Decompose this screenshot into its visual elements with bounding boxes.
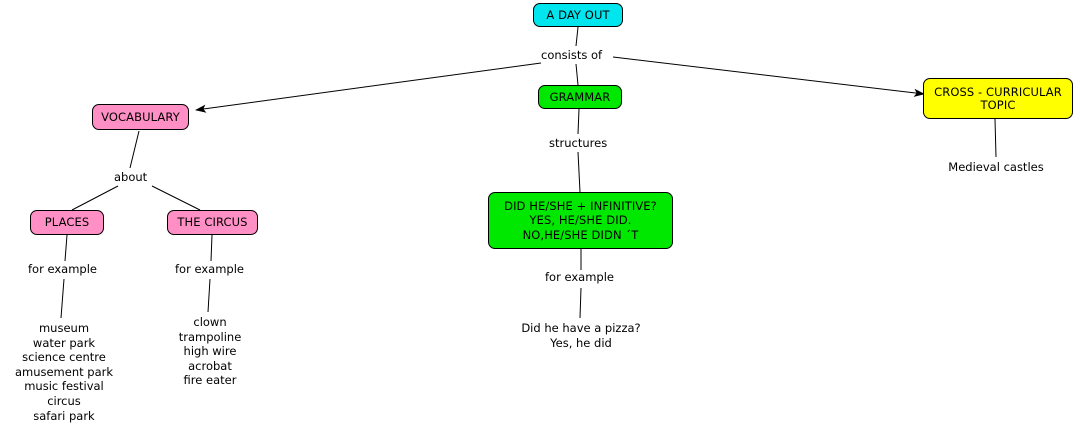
node-the-circus[interactable]: THE CIRCUS bbox=[167, 210, 258, 235]
node-a-day-out-label: A DAY OUT bbox=[546, 7, 610, 22]
node-vocabulary[interactable]: VOCABULARY bbox=[92, 104, 189, 130]
node-structures-box[interactable]: DID HE/SHE + INFINITIVE? YES, HE/SHE DID… bbox=[488, 192, 673, 249]
edge-about-to-places bbox=[71, 185, 119, 211]
edge-root-to-consists-of bbox=[575, 26, 579, 47]
edge-about-to-circus bbox=[151, 185, 201, 211]
edge-vocabulary-to-about bbox=[129, 130, 140, 169]
node-a-day-out[interactable]: A DAY OUT bbox=[533, 3, 623, 27]
edge-for-example-to-circus-list bbox=[207, 278, 211, 313]
node-grammar-label: GRAMMAR bbox=[549, 89, 611, 104]
node-places-label: PLACES bbox=[44, 215, 90, 229]
node-cross-curricular-topic[interactable]: CROSS - CURRICULAR TOPIC bbox=[923, 78, 1073, 119]
edge-structures-to-structures-box bbox=[577, 151, 581, 193]
link-label-for-example-places: for example bbox=[26, 262, 99, 276]
node-cross-curricular-topic-label: CROSS - CURRICULAR TOPIC bbox=[934, 84, 1062, 112]
leaf-places-examples: museum water park science centre amuseme… bbox=[14, 321, 114, 423]
node-grammar[interactable]: GRAMMAR bbox=[538, 85, 622, 109]
edge-cross-curricular-to-medieval-castles bbox=[994, 118, 997, 158]
edge-places-to-for-example bbox=[64, 234, 68, 262]
leaf-medieval-castles: Medieval castles bbox=[948, 160, 1044, 174]
edge-consists-of-to-vocabulary bbox=[195, 62, 542, 113]
link-label-about: about bbox=[112, 170, 150, 184]
edge-consists-of-to-grammar bbox=[575, 63, 579, 86]
edge-for-example-to-places-list bbox=[60, 278, 65, 319]
node-the-circus-label: THE CIRCUS bbox=[177, 215, 248, 229]
edge-circus-to-for-example bbox=[210, 234, 213, 262]
edge-for-example-to-grammar-examples bbox=[579, 287, 582, 319]
link-label-for-example-circus: for example bbox=[173, 262, 246, 276]
edge-grammar-to-structures bbox=[577, 108, 580, 135]
node-structures-box-label: DID HE/SHE + INFINITIVE? YES, HE/SHE DID… bbox=[504, 198, 657, 242]
node-vocabulary-label: VOCABULARY bbox=[101, 109, 180, 124]
leaf-grammar-examples: Did he have a pizza? Yes, he did bbox=[521, 321, 641, 350]
node-places[interactable]: PLACES bbox=[30, 210, 104, 235]
link-label-structures: structures bbox=[547, 136, 610, 150]
link-label-for-example-grammar: for example bbox=[543, 270, 616, 284]
link-label-consists-of: consists of bbox=[539, 48, 605, 62]
leaf-circus-examples: clown trampoline high wire acrobat fire … bbox=[178, 315, 242, 388]
edge-consists-of-to-cross-curricular bbox=[612, 56, 925, 97]
